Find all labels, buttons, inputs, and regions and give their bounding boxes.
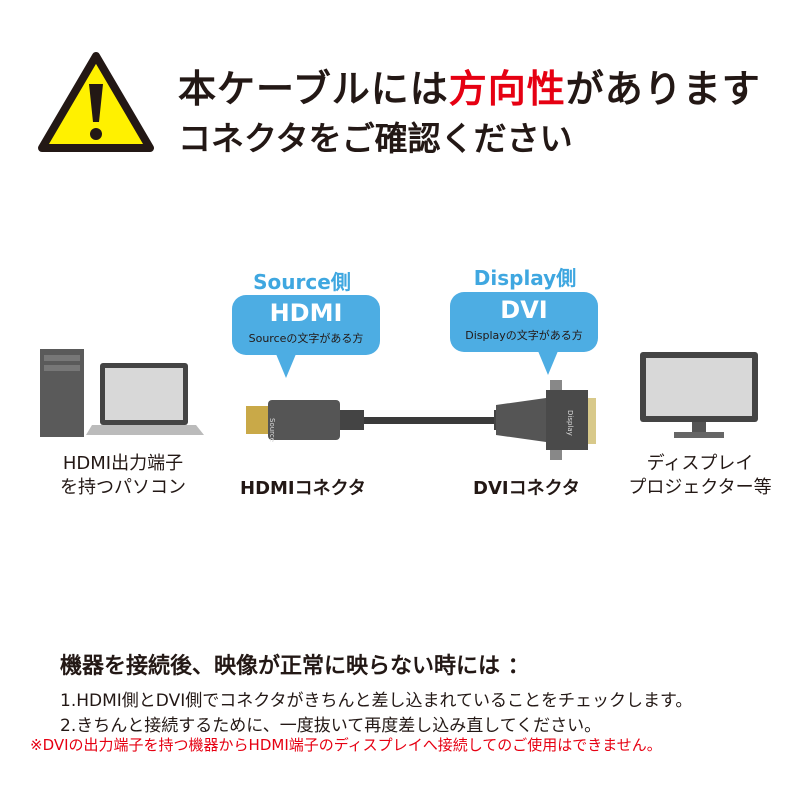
warning-note: ※DVIの出力端子を持つ機器からHDMI端子のディスプレイへ接続してのご使用はで…	[30, 736, 662, 754]
dvi-bubble-note: Displayの文字がある方	[465, 329, 583, 342]
pc-label: HDMI出力端子 を持つパソコン	[38, 452, 208, 500]
hdmi-bubble-tail	[276, 354, 296, 378]
title-line-1: 本ケーブルには方向性があります	[178, 58, 761, 113]
dvi-connector-label: DVIコネクタ	[473, 478, 580, 499]
computer-icon	[40, 349, 204, 437]
hdmi-bubble-title: HDMI	[269, 299, 343, 327]
dvi-bubble-tail	[538, 351, 558, 375]
note-item-1: 1.HDMI側とDVI側でコネクタがきちんと差し込まれていることをチェックします…	[60, 691, 693, 711]
display-plug-text: Display	[566, 410, 574, 436]
hdmi-bubble-note: Sourceの文字がある方	[248, 332, 364, 345]
display-side-label: Display側	[473, 266, 577, 290]
cable-illustration: Source Display	[246, 380, 596, 460]
monitor-label: ディスプレイ プロジェクター等	[610, 452, 790, 500]
warning-icon	[38, 52, 154, 152]
title-line-1-end: があります	[565, 67, 761, 111]
monitor-label-line-1: ディスプレイ	[646, 453, 754, 474]
pc-label-line-1: HDMI出力端子	[62, 453, 184, 474]
note-item-2: 2.きちんと接続するために、一度抜いて再度差し込み直してください。	[60, 716, 602, 736]
dvi-bubble: DVI Displayの文字がある方	[450, 292, 598, 352]
dvi-bubble-title: DVI	[500, 296, 548, 324]
hdmi-connector-label: HDMIコネクタ	[240, 478, 366, 499]
title-line-1-start: 本ケーブルには	[178, 67, 449, 111]
source-side-label: Source側	[253, 270, 351, 294]
title-line-2: コネクタをご確認ください	[178, 119, 573, 158]
source-plug-text: Source	[268, 418, 276, 442]
pc-label-line-2: を持つパソコン	[60, 477, 186, 498]
notes-heading: 機器を接続後、映像が正常に映らない時には ：	[60, 654, 530, 679]
title-line-1-emphasis: 方向性	[448, 67, 566, 111]
monitor-icon	[640, 352, 758, 438]
monitor-label-line-2: プロジェクター等	[628, 477, 772, 498]
hdmi-bubble: HDMI Sourceの文字がある方	[232, 295, 380, 355]
